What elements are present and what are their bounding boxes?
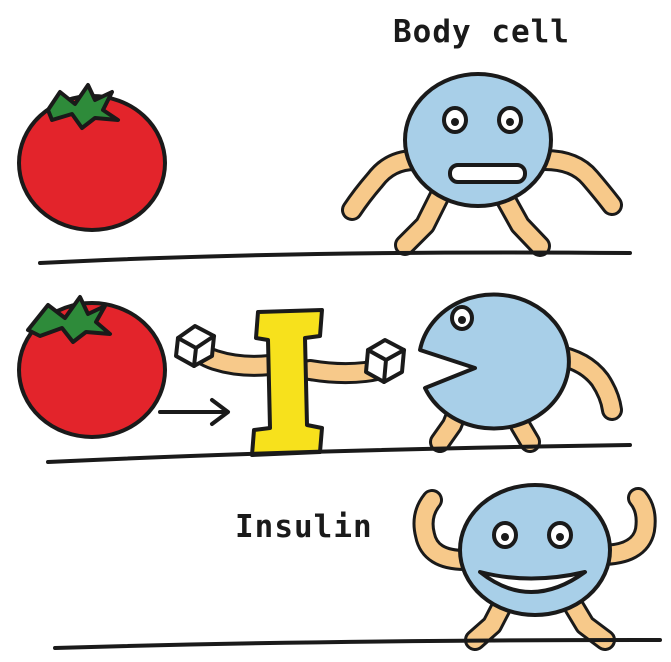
sugar-cube-icon <box>176 326 214 366</box>
insulin-character <box>192 310 392 455</box>
body-cell-eating <box>420 295 612 442</box>
sugar-cube-icon <box>366 340 404 382</box>
tomato-icon <box>19 85 165 230</box>
tomato-icon <box>19 297 165 437</box>
arrow-icon <box>160 400 228 424</box>
ground-line <box>55 640 660 648</box>
insulin-label: Insulin <box>235 509 373 545</box>
ground-line <box>40 252 630 263</box>
body-cell-neutral <box>352 74 612 246</box>
body-cell-label: Body cell <box>393 14 570 50</box>
ground-line <box>48 445 630 462</box>
body-cell-strong <box>424 485 646 640</box>
